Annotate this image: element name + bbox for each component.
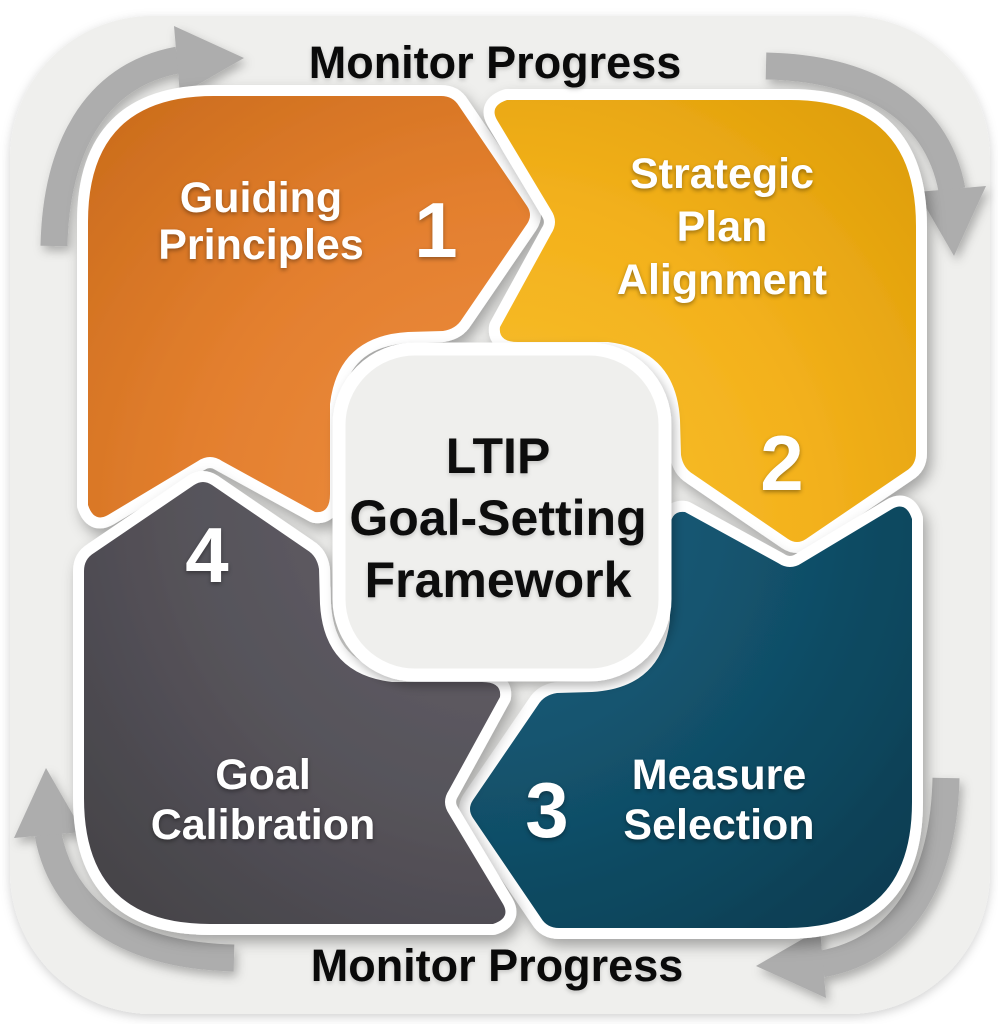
center-title-line-3: Framework xyxy=(365,552,632,608)
quadrant-3-number: 3 xyxy=(525,766,568,854)
monitor-progress-top: Monitor Progress xyxy=(309,37,682,88)
quadrant-2-label-line-2: Plan xyxy=(677,203,768,251)
center-panel xyxy=(332,342,672,682)
quadrant-2-label-line-3: Alignment xyxy=(617,256,827,304)
quadrant-4-label-line-1: Goal xyxy=(215,751,311,799)
quadrant-3-label-line-2: Selection xyxy=(623,801,814,849)
quadrant-1-label-line-2: Principles xyxy=(158,221,364,269)
quadrant-2-number: 2 xyxy=(760,419,803,507)
quadrant-3-label-line-1: Measure xyxy=(632,751,806,799)
quadrant-4-label-line-2: Calibration xyxy=(151,801,376,849)
quadrant-1-label-line-1: Guiding xyxy=(180,174,342,222)
center-title-line-1: LTIP xyxy=(446,428,551,484)
quadrant-1-number: 1 xyxy=(414,186,457,274)
quadrant-4-number: 4 xyxy=(185,511,228,599)
monitor-progress-bottom: Monitor Progress xyxy=(311,940,684,991)
quadrant-2-label-line-1: Strategic xyxy=(630,150,814,198)
center-title-line-2: Goal-Setting xyxy=(349,490,646,546)
